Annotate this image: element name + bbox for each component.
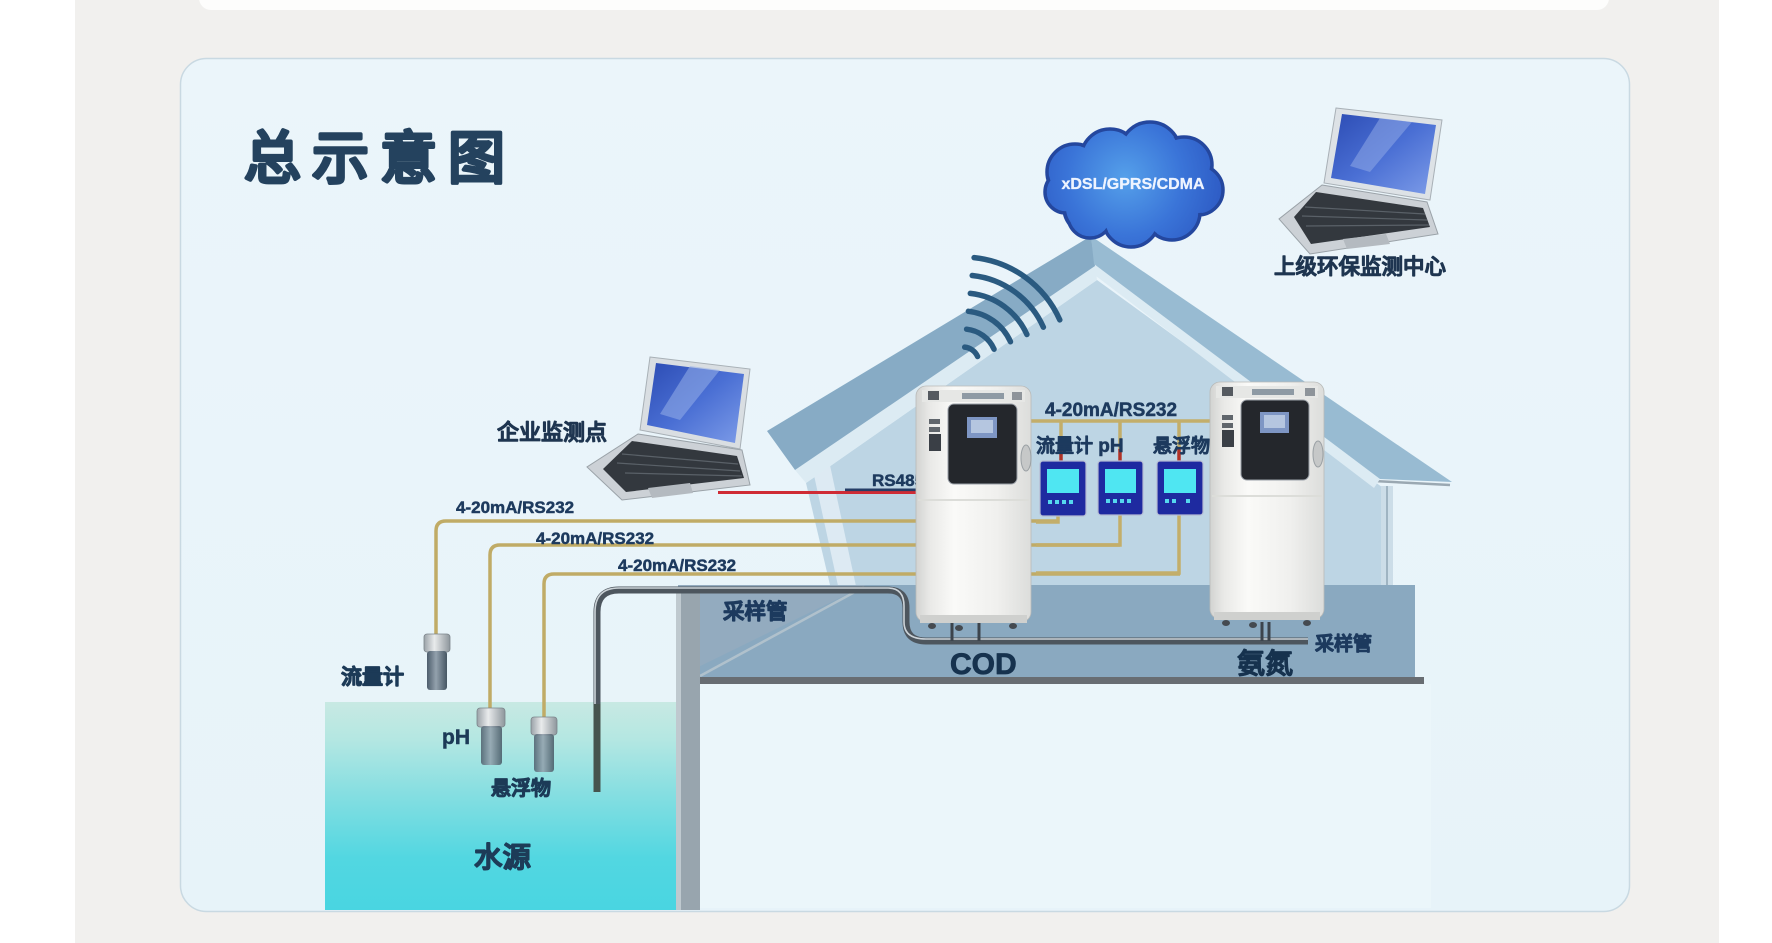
- svg-text:4-20mA/RS232: 4-20mA/RS232: [1045, 400, 1177, 421]
- svg-text:4-20mA/RS232: 4-20mA/RS232: [456, 498, 574, 517]
- svg-text:总示意图: 总示意图: [244, 127, 516, 191]
- svg-text:流量计: 流量计: [341, 665, 404, 689]
- svg-text:流量计 pH: 流量计 pH: [1036, 434, 1124, 457]
- svg-text:企业监测点: 企业监测点: [496, 420, 607, 445]
- svg-text:悬浮物: 悬浮物: [491, 776, 551, 800]
- svg-text:pH: pH: [442, 726, 470, 749]
- svg-text:xDSL/GPRS/CDMA: xDSL/GPRS/CDMA: [1061, 176, 1205, 193]
- svg-text:COD: COD: [950, 648, 1017, 681]
- svg-text:采样管: 采样管: [723, 599, 788, 624]
- svg-text:悬浮物: 悬浮物: [1153, 434, 1210, 457]
- svg-text:氨氮: 氨氮: [1237, 648, 1293, 679]
- svg-text:水源: 水源: [474, 842, 532, 874]
- svg-text:RS485: RS485: [872, 471, 924, 490]
- svg-text:采样管: 采样管: [1315, 632, 1372, 655]
- svg-text:4-20mA/RS232: 4-20mA/RS232: [536, 529, 654, 548]
- svg-text:4-20mA/RS232: 4-20mA/RS232: [618, 556, 736, 575]
- svg-text:上级环保监测中心: 上级环保监测中心: [1274, 254, 1447, 279]
